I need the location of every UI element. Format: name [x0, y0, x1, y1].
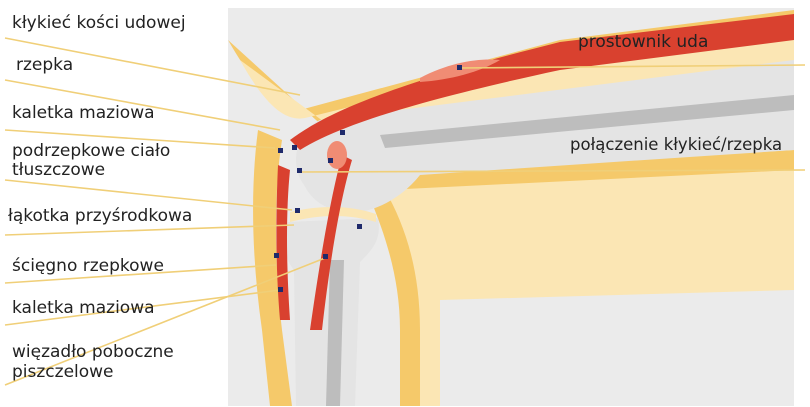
marker-patella	[278, 148, 283, 153]
label-condyle: kłykieć kości udowej	[12, 14, 186, 33]
label-ligament-1: więzadło poboczne	[12, 343, 174, 362]
label-patella: rzepka	[16, 56, 73, 75]
marker-tendon	[274, 253, 279, 258]
marker-bursa-lower	[278, 287, 283, 292]
marker-ligament	[323, 254, 328, 259]
label-quadriceps: prostownik uda	[578, 33, 708, 52]
label-ligament-2: piszczelowe	[12, 363, 114, 382]
label-bursa-upper: kaletka maziowa	[12, 104, 155, 123]
marker-condyle	[340, 130, 345, 135]
label-meniscus: łąkotka przyśrodkowa	[8, 207, 192, 226]
calf-panel-cutout	[440, 290, 794, 406]
marker-fat-pad	[297, 168, 302, 173]
marker-bursa-upper	[292, 145, 297, 150]
marker-meniscus-lateral	[357, 224, 362, 229]
marker-meniscus	[295, 208, 300, 213]
marker-joint	[328, 158, 333, 163]
label-bursa-lower: kaletka maziowa	[12, 299, 155, 318]
label-fat-pad-1: podrzepkowe ciało	[12, 142, 170, 161]
joint-highlight	[327, 141, 347, 169]
label-tendon: ścięgno rzepkowe	[12, 257, 164, 276]
label-joint: połączenie kłykieć/rzepka	[570, 135, 782, 154]
label-fat-pad-2: tłuszczowe	[12, 161, 105, 180]
marker-quadriceps	[457, 65, 462, 70]
